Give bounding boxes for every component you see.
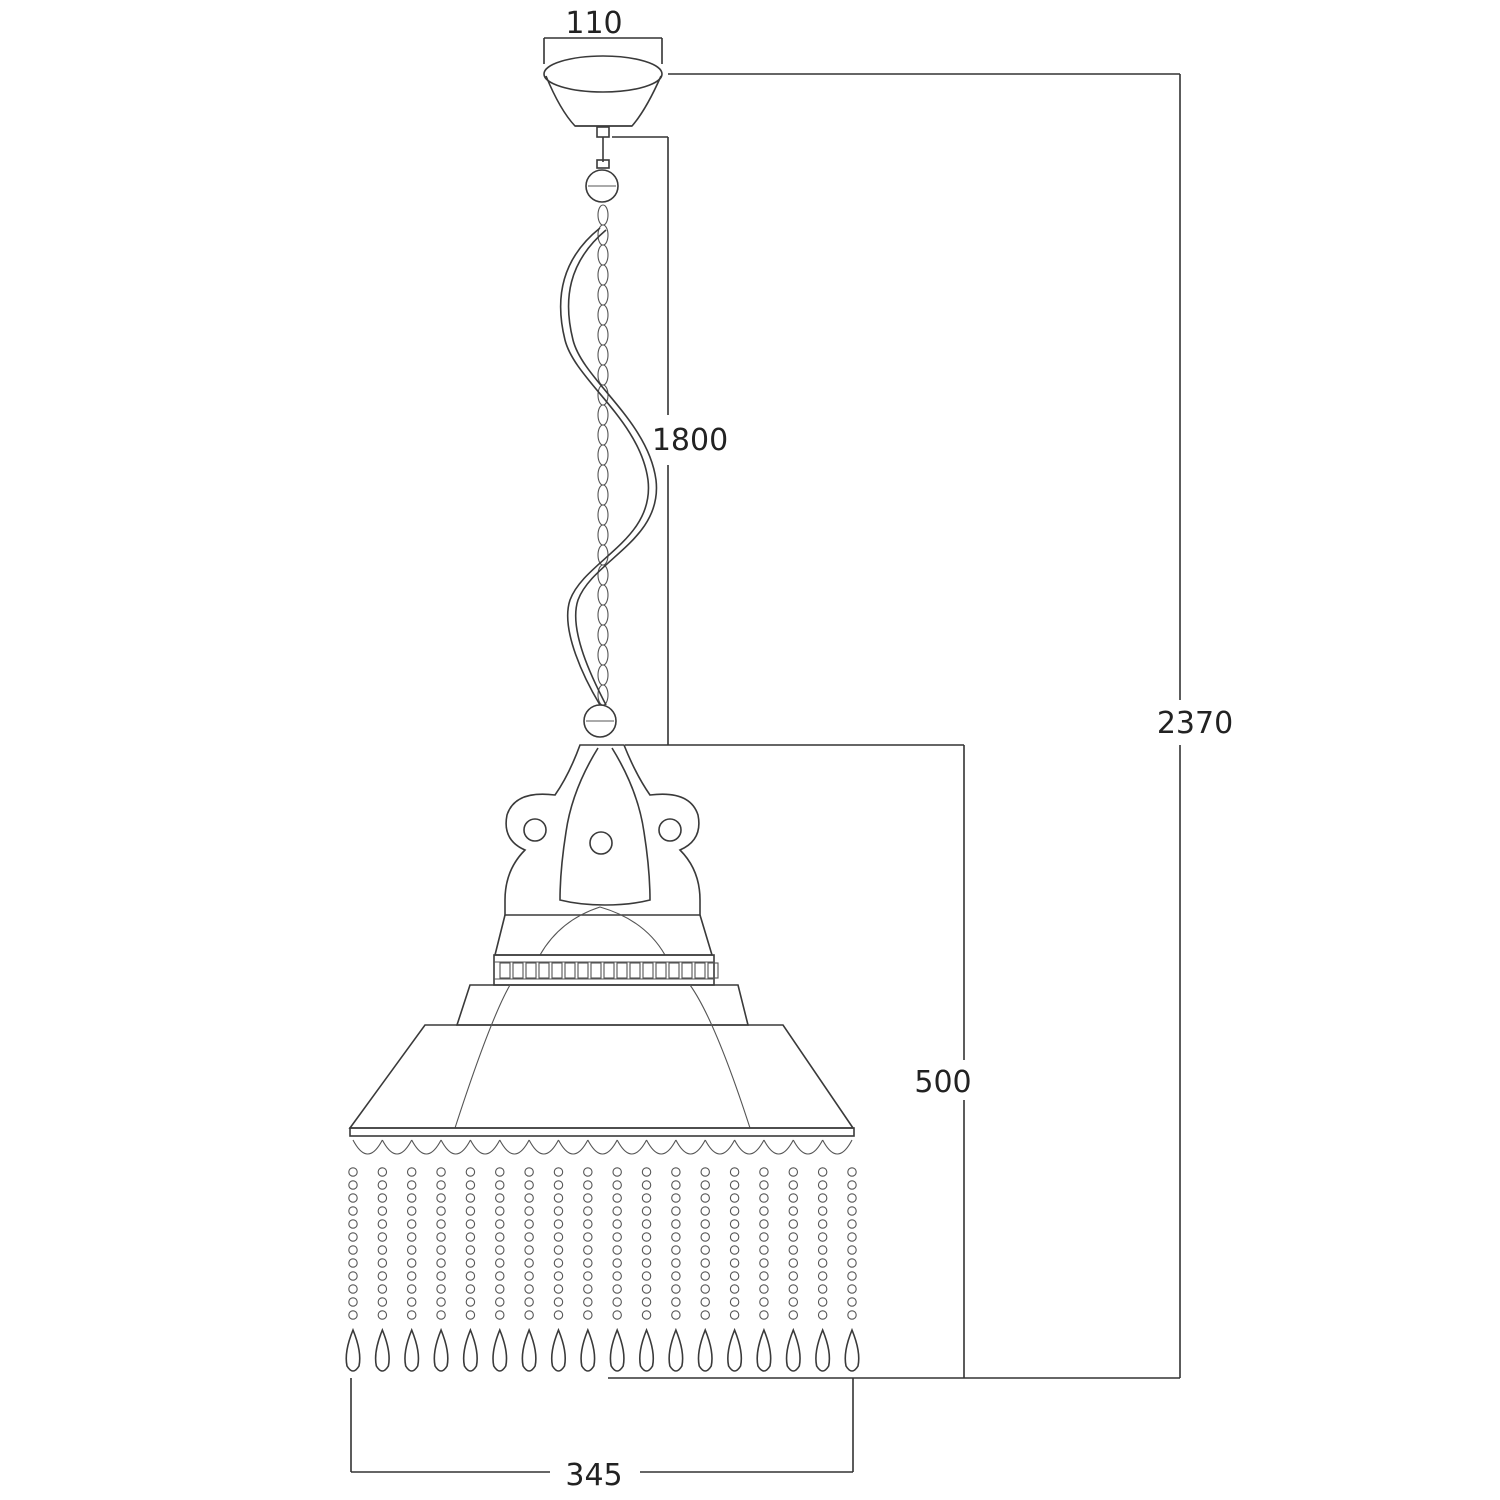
crystal-strand bbox=[492, 1167, 508, 1372]
band-crystal bbox=[512, 962, 524, 979]
band-crystal bbox=[538, 962, 550, 979]
crystal-strand bbox=[638, 1167, 655, 1372]
crystal-strand bbox=[521, 1167, 537, 1372]
dimension-label-chain: 1800 bbox=[652, 423, 728, 458]
crystal-strand bbox=[697, 1167, 713, 1372]
fringe-scallop bbox=[646, 1139, 677, 1155]
band-crystal bbox=[707, 962, 719, 979]
crystal-strand bbox=[727, 1167, 743, 1372]
fringe-scallop bbox=[440, 1139, 471, 1155]
fringe-scallop bbox=[499, 1139, 530, 1155]
band-crystal bbox=[551, 962, 563, 979]
fringe-scallop bbox=[822, 1139, 853, 1155]
chain-link bbox=[597, 284, 609, 306]
fringe-scallop bbox=[587, 1139, 618, 1155]
dimension-total-height: 2370 bbox=[608, 73, 1233, 1379]
band-crystal bbox=[668, 962, 680, 979]
crystal-band bbox=[493, 954, 719, 986]
crystal-strand bbox=[844, 1167, 860, 1372]
band-crystal bbox=[616, 962, 628, 979]
dimension-label-body-height: 500 bbox=[914, 1065, 971, 1100]
band-crystal bbox=[603, 962, 615, 979]
chain-link bbox=[597, 404, 609, 426]
chain-link bbox=[597, 544, 609, 566]
dimension-label-canopy: 110 bbox=[565, 6, 622, 41]
suspension-chain bbox=[597, 204, 609, 706]
fringe-scallop bbox=[381, 1139, 413, 1155]
chain-link bbox=[597, 524, 609, 546]
ceiling-canopy bbox=[543, 55, 663, 169]
band-crystal bbox=[577, 962, 589, 979]
fringe-scallop bbox=[411, 1139, 442, 1155]
fringe-scallop bbox=[557, 1139, 589, 1155]
chain-link bbox=[597, 664, 609, 686]
dimension-label-body-width: 345 bbox=[565, 1458, 622, 1493]
crystal-fringe bbox=[345, 1139, 860, 1372]
crystal-strand bbox=[580, 1167, 596, 1372]
dimension-chain-length: 1800 bbox=[612, 136, 728, 745]
crystal-strand bbox=[668, 1167, 684, 1372]
power-cable-outline bbox=[567, 229, 658, 706]
fringe-scallop bbox=[469, 1139, 501, 1155]
dimension-body-width: 345 bbox=[350, 1378, 854, 1493]
chain-link bbox=[597, 684, 609, 706]
band-crystal bbox=[525, 962, 537, 979]
fringe-scallop bbox=[792, 1139, 824, 1155]
power-cable bbox=[559, 227, 650, 706]
chain-link bbox=[597, 484, 609, 506]
top-ring bbox=[585, 169, 619, 203]
band-crystal bbox=[694, 962, 706, 979]
fringe-scallop bbox=[704, 1139, 736, 1155]
crystal-strand bbox=[374, 1167, 390, 1372]
fringe-scallop bbox=[352, 1139, 383, 1155]
fringe-scallop bbox=[675, 1139, 706, 1155]
chain-link bbox=[597, 344, 609, 366]
chain-link bbox=[597, 204, 609, 226]
fringe-scallop bbox=[616, 1139, 648, 1155]
fringe-scallop bbox=[763, 1139, 794, 1155]
chain-link bbox=[597, 304, 609, 326]
ornamental-crown bbox=[493, 744, 714, 956]
chain-link bbox=[597, 264, 609, 286]
chain-link bbox=[597, 364, 609, 386]
bottom-ring bbox=[583, 704, 617, 738]
crystal-strand bbox=[345, 1167, 361, 1372]
crystal-strand bbox=[433, 1167, 449, 1372]
chain-link bbox=[597, 444, 609, 466]
crystal-strand bbox=[609, 1167, 625, 1372]
band-crystal bbox=[655, 962, 667, 979]
chain-link bbox=[597, 244, 609, 266]
crystal-strand bbox=[785, 1167, 801, 1372]
chain-link bbox=[597, 424, 609, 446]
chain-link bbox=[597, 504, 609, 526]
dimension-label-total-height: 2370 bbox=[1157, 706, 1233, 741]
fringe-scallop bbox=[734, 1139, 765, 1155]
band-crystal bbox=[564, 962, 576, 979]
chain-link bbox=[597, 464, 609, 486]
chain-link bbox=[597, 324, 609, 346]
band-crystal bbox=[499, 962, 511, 979]
chain-link bbox=[597, 604, 609, 626]
band-crystal bbox=[629, 962, 641, 979]
dimension-canopy-width: 110 bbox=[543, 6, 663, 64]
crystal-strand bbox=[462, 1167, 478, 1372]
band-crystal bbox=[590, 962, 602, 979]
chain-link bbox=[597, 644, 609, 666]
dimension-body-height: 500 bbox=[625, 744, 972, 1378]
band-crystal bbox=[681, 962, 693, 979]
lamp-shade bbox=[348, 984, 855, 1137]
fringe-scallop bbox=[528, 1139, 559, 1155]
crystal-strand bbox=[756, 1167, 772, 1372]
chain-link bbox=[597, 624, 609, 646]
crystal-strand bbox=[404, 1167, 420, 1372]
crystal-strand bbox=[550, 1167, 567, 1372]
crystal-strand bbox=[815, 1167, 831, 1372]
band-crystal bbox=[642, 962, 654, 979]
chain-link bbox=[597, 584, 609, 606]
